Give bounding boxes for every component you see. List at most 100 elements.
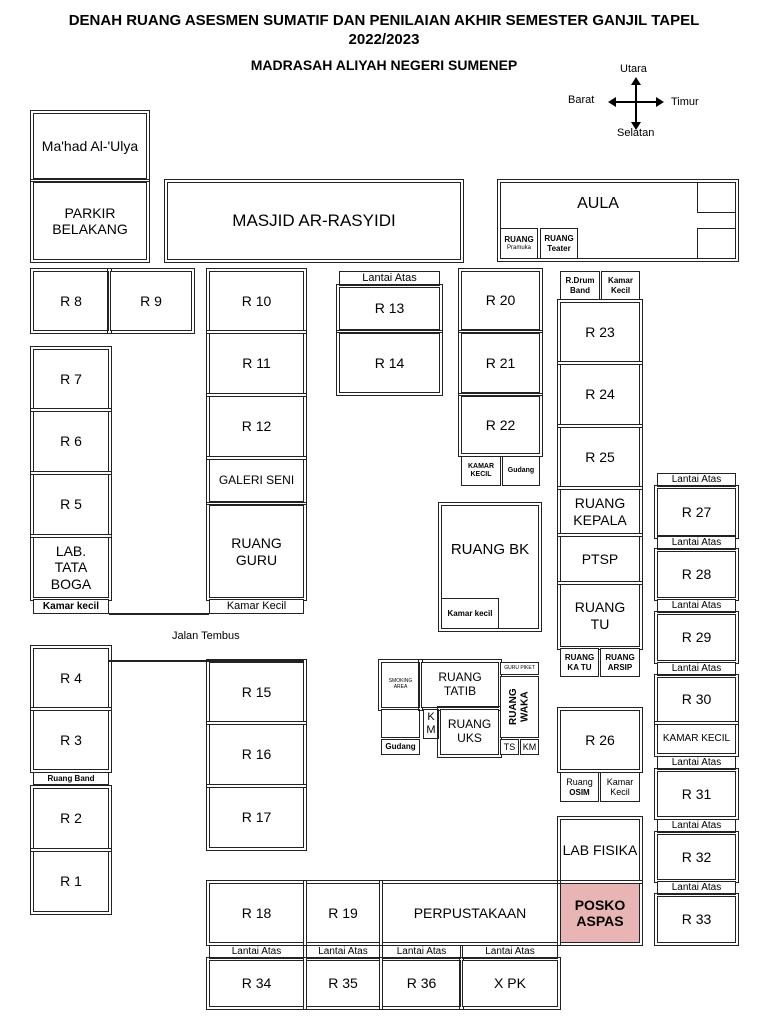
room-gudang-uks: Gudang xyxy=(381,739,420,755)
room-r15: R 15 xyxy=(206,659,307,725)
road-label: Jalan Tembus xyxy=(172,630,240,642)
room-km: K M xyxy=(423,709,439,739)
kk26-label-1: Kamar xyxy=(606,776,634,787)
room-gudang-uks-top xyxy=(381,709,420,738)
room-waka: RUANG WAKA xyxy=(500,676,539,738)
room-r8: R 8 xyxy=(30,268,112,334)
room-teater: RUANG Teater xyxy=(540,228,578,259)
lantai-atas-r30: Lantai Atas xyxy=(657,662,736,676)
room-r33: R 33 xyxy=(654,893,739,946)
wall-left-bottom xyxy=(109,613,209,615)
compass-north: Utara xyxy=(620,63,647,75)
room-r10: R 10 xyxy=(206,268,307,334)
compass-east: Timur xyxy=(671,96,699,108)
osim-label-1: Ruang xyxy=(566,777,593,788)
room-r4: R 4 xyxy=(30,645,112,711)
room-kamar-kecil-22: KAMAR KECIL xyxy=(461,456,501,486)
room-ts: TS xyxy=(500,739,519,755)
room-tu: RUANG TU xyxy=(557,581,643,650)
room-r20: R 20 xyxy=(458,268,543,333)
room-r19: R 19 xyxy=(303,880,383,946)
room-osim: Ruang OSIM xyxy=(560,772,599,802)
teater-label-1: RUANG xyxy=(544,234,574,244)
lantai-atas-r28: Lantai Atas xyxy=(657,536,736,550)
lantai-atas-r31: Lantai Atas xyxy=(657,756,736,770)
room-r31: R 31 xyxy=(654,768,739,820)
room-pramuka: RUANG Pramuka xyxy=(500,228,538,259)
kamar-drum-label-2: Kecil xyxy=(610,285,631,295)
title-line-2: 2022/2023 xyxy=(348,31,420,48)
lantai-atas-r27: Lantai Atas xyxy=(657,473,736,487)
room-r3: R 3 xyxy=(30,707,112,773)
compass: Utara Barat Timur Selatan xyxy=(560,60,710,140)
lantai-atas-r33: Lantai Atas xyxy=(657,881,736,895)
room-r2: R 2 xyxy=(30,785,112,852)
room-r22: R 22 xyxy=(458,393,543,457)
room-fisika: LAB FISIKA xyxy=(557,816,643,884)
compass-south: Selatan xyxy=(617,127,655,139)
rdrum-label-1: R.Drum xyxy=(565,276,595,286)
room-parkir: PARKIR BELAKANG xyxy=(30,179,150,263)
room-kamar-kecil-26: Kamar Kecil xyxy=(600,772,640,802)
room-r24: R 24 xyxy=(557,361,643,428)
pramuka-label-2: Pramuka xyxy=(506,244,531,251)
room-gudang-22: Gudang xyxy=(502,456,540,486)
compass-west: Barat xyxy=(568,94,595,106)
room-posko: POSKO ASPAS xyxy=(557,880,643,946)
lantai-atas-r36: Lantai Atas xyxy=(382,945,461,959)
room-r6: R 6 xyxy=(30,408,112,475)
room-r28: R 28 xyxy=(654,548,739,601)
room-perpus: PERPUSTAKAAN xyxy=(379,880,561,946)
room-r16: R 16 xyxy=(206,721,307,788)
room-r13: R 13 xyxy=(336,284,443,333)
room-r35: R 35 xyxy=(303,957,383,1010)
osim-label-2: OSIM xyxy=(569,787,590,797)
teater-label-2: Teater xyxy=(547,243,571,253)
room-rdrum: R.Drum Band xyxy=(560,271,600,300)
kk26-label-2: Kecil xyxy=(610,787,630,797)
room-r9: R 9 xyxy=(107,268,195,334)
room-r25: R 25 xyxy=(557,424,643,490)
room-kamar-kecil-boga: Kamar kecil xyxy=(33,599,109,614)
waka-label: RUANG WAKA xyxy=(508,688,531,726)
lantai-atas-xpk: Lantai Atas xyxy=(462,945,558,959)
room-r27: R 27 xyxy=(654,485,739,539)
pramuka-label-1: RUANG xyxy=(504,235,534,245)
room-kamar-kecil-drum: Kamar Kecil xyxy=(601,271,640,300)
lantai-atas-r32: Lantai Atas xyxy=(657,819,736,833)
room-masjid: MASJID AR-RASYIDI xyxy=(164,179,464,263)
room-kamar-kecil-guru: Kamar Kecil xyxy=(209,599,304,614)
room-guru-piket: GURU PIKET xyxy=(500,662,539,675)
lantai-atas-r35: Lantai Atas xyxy=(306,945,380,959)
room-r23: R 23 xyxy=(557,299,643,365)
room-ptsp: PTSP xyxy=(557,533,643,585)
room-r21: R 21 xyxy=(458,330,543,396)
title-line-3: MADRASAH ALIYAH NEGERI SUMENEP xyxy=(250,57,518,73)
room-xpk: X PK xyxy=(459,957,561,1010)
room-katu: RUANG KA TU xyxy=(560,648,599,677)
lantai-atas-r29: Lantai Atas xyxy=(657,599,736,613)
room-r32: R 32 xyxy=(654,831,739,883)
lantai-atas-r13: Lantai Atas xyxy=(339,271,440,286)
room-r36: R 36 xyxy=(379,957,464,1010)
room-aula-side-2 xyxy=(697,228,736,259)
room-band: Ruang Band xyxy=(33,772,109,785)
room-smoking: SMOKING AREA xyxy=(378,659,423,711)
room-r34: R 34 xyxy=(206,957,307,1010)
rdrum-label-2: Band xyxy=(570,285,590,295)
room-r5: R 5 xyxy=(30,471,112,538)
room-r1: R 1 xyxy=(30,848,112,915)
room-kepala: RUANG KEPALA xyxy=(557,486,643,537)
room-r14: R 14 xyxy=(336,330,443,396)
compass-arrows-icon xyxy=(608,77,664,130)
room-kamar-kecil-bk: Kamar kecil xyxy=(441,598,499,629)
room-mahad: Ma'had Al-'Ulya xyxy=(30,110,150,182)
wall-road xyxy=(109,660,304,662)
room-boga: LAB. TATA BOGA xyxy=(30,534,112,601)
room-r17: R 17 xyxy=(206,784,307,851)
lantai-atas-r34: Lantai Atas xyxy=(209,945,304,959)
room-galeri: GALERI SENI xyxy=(206,456,307,505)
room-r26: R 26 xyxy=(557,707,643,773)
room-r11: R 11 xyxy=(206,330,307,397)
room-r30: R 30 xyxy=(654,674,739,725)
